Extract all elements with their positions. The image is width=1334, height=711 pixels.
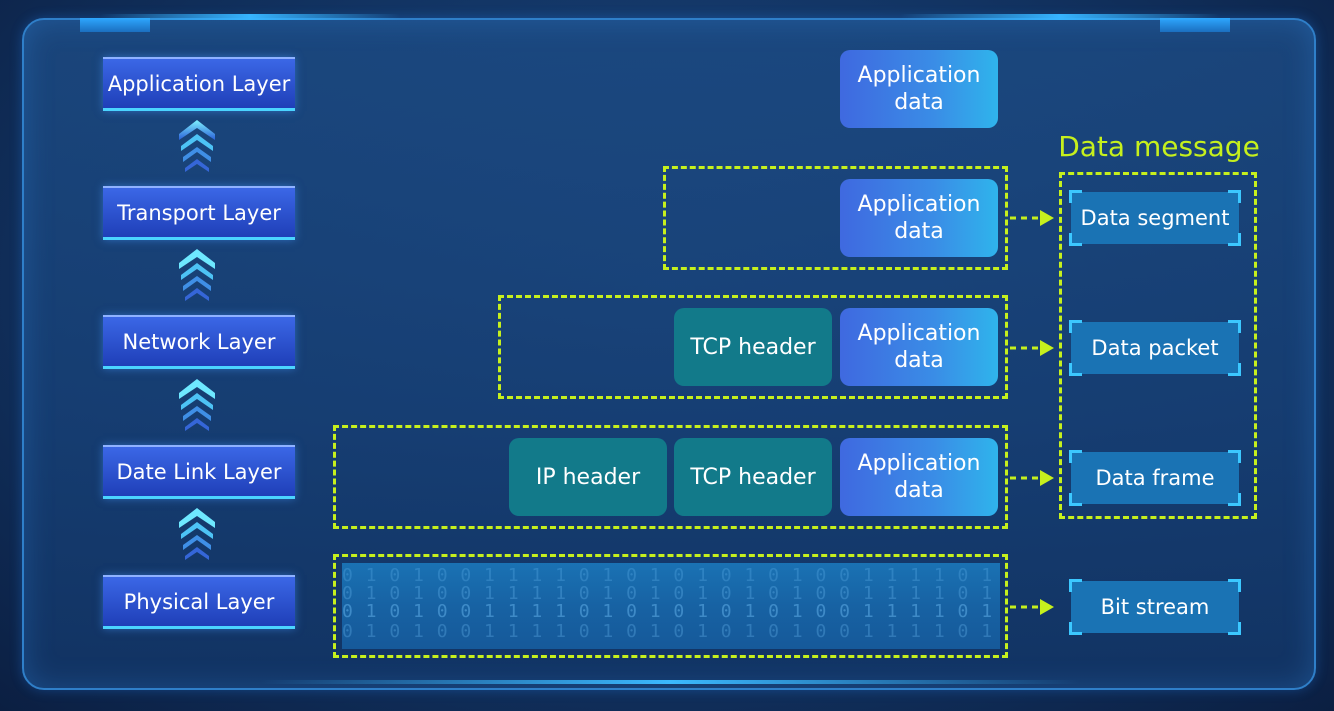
application-data-chip-4: Application data (840, 438, 998, 516)
tcp-header-chip-1: TCP header (674, 308, 832, 386)
transport-encapsulation-box (663, 166, 1008, 270)
bracket-corner (1069, 190, 1082, 203)
bracket-corner (1228, 450, 1241, 463)
arrow-right-icon (1010, 210, 1054, 226)
bracket-corner (1228, 579, 1241, 592)
bracket-corner (1069, 363, 1082, 376)
bracket-corner (1228, 320, 1241, 333)
layer-transport-label: Transport Layer (117, 200, 281, 225)
application-data-chip-2: Application data (840, 179, 998, 257)
message-data-segment: Data segment (1069, 190, 1241, 246)
up-arrow-icon (179, 120, 215, 172)
up-arrow-icon (179, 508, 215, 560)
bracket-corner (1228, 363, 1241, 376)
bracket-corner (1069, 622, 1082, 635)
bracket-corner (1228, 233, 1241, 246)
application-data-chip-3: Application data (840, 308, 998, 386)
bracket-corner (1228, 190, 1241, 203)
frame-accent-bottom (260, 680, 1080, 684)
ip-header-chip: IP header (509, 438, 667, 516)
message-data-frame: Data frame (1069, 450, 1241, 506)
message-bit-stream-label: Bit stream (1100, 595, 1210, 619)
message-data-frame-label: Data frame (1095, 466, 1215, 490)
bitstream-row: 0 1 0 1 0 0 1 1 1 1 0 1 0 1 0 1 0 1 0 1 … (342, 601, 1000, 622)
layer-physical: Physical Layer (103, 575, 295, 629)
data-message-title: Data message (1058, 130, 1260, 163)
message-bit-stream: Bit stream (1069, 579, 1241, 635)
frame-accent-top-left (100, 14, 400, 20)
layer-transport: Transport Layer (103, 186, 295, 240)
arrow-right-icon (1010, 599, 1054, 615)
layer-application-label: Application Layer (107, 71, 291, 96)
up-arrow-icon (179, 249, 215, 301)
layer-physical-label: Physical Layer (123, 589, 275, 614)
frame-accent-top-right (900, 14, 1220, 20)
bitstream-row: 0 1 0 1 0 0 1 1 1 1 0 1 0 1 0 1 0 1 0 1 … (342, 621, 1000, 642)
message-data-segment-label: Data segment (1080, 206, 1230, 230)
layer-application: Application Layer (103, 57, 295, 111)
bitstream-row: 0 1 0 1 0 0 1 1 1 1 0 1 0 1 0 1 0 1 0 1 … (342, 565, 1000, 586)
bitstream-bar: 0 1 0 1 0 0 1 1 1 1 0 1 0 1 0 1 0 1 0 1 … (342, 563, 1000, 649)
bracket-corner (1069, 579, 1082, 592)
arrow-right-icon (1010, 470, 1054, 486)
bracket-corner (1228, 493, 1241, 506)
data-link-encapsulation-box (333, 425, 1008, 529)
physical-encapsulation-box (333, 554, 1008, 658)
network-encapsulation-box (498, 295, 1008, 399)
data-message-group-box (1059, 172, 1257, 519)
message-data-packet: Data packet (1069, 320, 1241, 376)
bracket-corner (1069, 320, 1082, 333)
application-data-chip-1: Application data (840, 50, 998, 128)
bitstream-row: 0 1 0 1 0 0 1 1 1 1 0 1 0 1 0 1 0 1 0 1 … (342, 583, 1000, 604)
layer-data-link: Date Link Layer (103, 445, 295, 499)
tcp-header-chip-2: TCP header (674, 438, 832, 516)
frame-corner-tab-right (1160, 18, 1230, 32)
arrow-right-icon (1010, 340, 1054, 356)
message-data-packet-label: Data packet (1091, 336, 1219, 360)
bracket-corner (1069, 493, 1082, 506)
bracket-corner (1228, 622, 1241, 635)
up-arrow-icon (179, 379, 215, 431)
frame-corner-tab-left (80, 18, 150, 32)
bracket-corner (1069, 450, 1082, 463)
bracket-corner (1069, 233, 1082, 246)
layer-data-link-label: Date Link Layer (116, 459, 282, 484)
layer-network: Network Layer (103, 315, 295, 369)
layer-network-label: Network Layer (122, 329, 276, 354)
